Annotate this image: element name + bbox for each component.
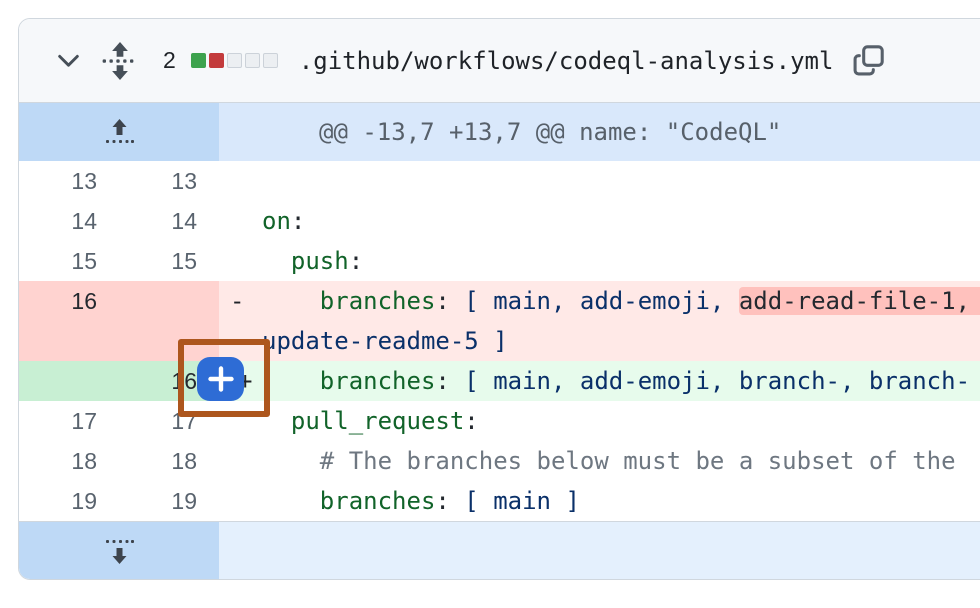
code-token: [ main, add-emoji, branch-, branch- bbox=[464, 367, 971, 395]
old-line-number: 16 bbox=[19, 281, 119, 361]
diffstat-square-neutral bbox=[262, 53, 278, 68]
changed-lines-count: 2 bbox=[163, 47, 176, 73]
code-cell: + branches: [ main, add-emoji, branch-, … bbox=[219, 361, 980, 401]
code-token: : bbox=[290, 207, 306, 235]
new-line-number bbox=[119, 281, 219, 361]
drag-handle[interactable] bbox=[101, 41, 139, 81]
code-token bbox=[262, 247, 291, 275]
code-token: : bbox=[464, 407, 479, 435]
copy-icon bbox=[853, 45, 885, 76]
code-token: : bbox=[348, 247, 364, 275]
diffstat-square-neutral bbox=[244, 53, 260, 68]
code-token: branches bbox=[319, 487, 436, 515]
new-line-number: 15 bbox=[119, 241, 219, 281]
code-token: # The branches below must be a subset of… bbox=[319, 447, 971, 475]
add-comment-button[interactable] bbox=[197, 357, 244, 401]
code-line: branches: [ main ] bbox=[219, 481, 980, 521]
expand-bottom-row bbox=[19, 521, 980, 579]
code-token: on bbox=[262, 207, 291, 235]
old-line-number: 17 bbox=[19, 401, 119, 441]
code-token bbox=[262, 287, 320, 315]
code-cell: push: bbox=[219, 241, 980, 281]
old-line-number bbox=[19, 361, 119, 401]
new-line-number: 19 bbox=[119, 481, 219, 521]
hunk-header-text: @@ -13,7 +13,7 @@ name: "CodeQL" bbox=[319, 118, 782, 146]
old-line-number: 19 bbox=[19, 481, 119, 521]
code-token: branches bbox=[319, 367, 436, 395]
code-cell bbox=[219, 161, 980, 201]
expand-hunk-up-button[interactable] bbox=[19, 103, 219, 161]
new-line-number: 13 bbox=[119, 161, 219, 201]
code-token: : bbox=[435, 287, 465, 315]
code-token: update-readme-5 ] bbox=[262, 327, 508, 355]
code-token: : bbox=[435, 487, 465, 515]
code-token bbox=[262, 487, 320, 515]
code-line-wrapped: update-readme-5 ] bbox=[219, 321, 980, 361]
code-cell: pull_request: bbox=[219, 401, 980, 441]
code-cell: on: bbox=[219, 201, 980, 241]
code-line: push: bbox=[219, 241, 980, 281]
file-path: .github/workflows/codeql-analysis.yml bbox=[298, 46, 834, 75]
code-token: add-read-file-1, bbox=[738, 287, 980, 315]
hunk-header-row: @@ -13,7 +13,7 @@ name: "CodeQL" bbox=[19, 103, 980, 161]
code-token: [ main ] bbox=[464, 487, 580, 515]
old-line-number: 14 bbox=[19, 201, 119, 241]
code-line: + branches: [ main, add-emoji, branch-, … bbox=[219, 361, 980, 401]
code-line: # The branches below must be a subset of… bbox=[219, 441, 980, 481]
chevron-down-icon bbox=[58, 54, 79, 67]
plus-icon bbox=[207, 366, 234, 392]
code-token: [ main, add-emoji, bbox=[464, 287, 739, 315]
code-line: pull_request: bbox=[219, 401, 980, 441]
expand-up-icon bbox=[105, 119, 134, 143]
old-line-number: 15 bbox=[19, 241, 119, 281]
code-token: push bbox=[290, 247, 349, 275]
expand-down-icon bbox=[105, 539, 134, 564]
code-line bbox=[219, 161, 980, 201]
code-token: pull_request bbox=[290, 407, 465, 435]
drag-grabber-icon bbox=[102, 41, 134, 80]
collapse-file-button[interactable] bbox=[55, 47, 82, 74]
code-token bbox=[262, 367, 320, 395]
expand-hunk-down-button[interactable] bbox=[19, 522, 219, 579]
diff-row: 16+ branches: [ main, add-emoji, branch-… bbox=[19, 361, 980, 401]
diffstat-square-addition bbox=[190, 53, 206, 68]
old-line-number: 18 bbox=[19, 441, 119, 481]
file-header: 2 .github/workflows/codeql-analysis.yml bbox=[19, 19, 980, 103]
new-line-number: 18 bbox=[119, 441, 219, 481]
code-token: : bbox=[435, 367, 465, 395]
code-line: - branches: [ main, add-emoji, add-read-… bbox=[219, 281, 980, 321]
code-token bbox=[262, 447, 320, 475]
diffstat-squares bbox=[190, 53, 278, 68]
old-line-number: 13 bbox=[19, 161, 119, 201]
code-cell: branches: [ main ] bbox=[219, 481, 980, 521]
diffstat-square-neutral bbox=[226, 53, 242, 68]
diff-marker: - bbox=[230, 287, 245, 315]
new-line-number: 14 bbox=[119, 201, 219, 241]
code-cell: # The branches below must be a subset of… bbox=[219, 441, 980, 481]
diffstat-square-deletion bbox=[208, 53, 224, 68]
code-token: branches bbox=[319, 287, 436, 315]
copy-path-button[interactable] bbox=[851, 43, 886, 78]
code-cell: - branches: [ main, add-emoji, add-read-… bbox=[219, 281, 980, 361]
diff-row: 16 - branches: [ main, add-emoji, add-rea… bbox=[19, 281, 980, 361]
new-line-number: 17 bbox=[119, 401, 219, 441]
diff-file-panel: 2 .github/workflows/codeql-analysis.yml bbox=[18, 18, 980, 580]
code-token bbox=[262, 407, 291, 435]
code-line: on: bbox=[219, 201, 980, 241]
